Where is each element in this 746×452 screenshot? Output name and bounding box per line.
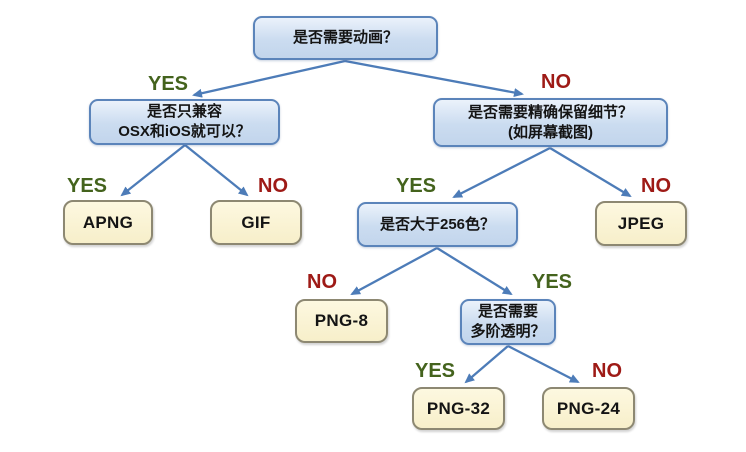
result-label: PNG-24 bbox=[556, 398, 621, 418]
edge-label-alpha-no: NO bbox=[592, 360, 622, 382]
question-text: 是否大于256色？ bbox=[379, 215, 496, 233]
result-box-png32: PNG-32 bbox=[412, 387, 505, 430]
result-box-png24: PNG-24 bbox=[542, 387, 635, 430]
question-text-line2: OSX和iOS就可以？ bbox=[118, 123, 251, 140]
result-label: APNG bbox=[82, 212, 134, 232]
edge-label-animation-no: NO bbox=[541, 71, 571, 93]
edge-label-animation-yes: YES bbox=[147, 73, 189, 95]
question-box-multilevel-transparency: 是否需要 多阶透明？ bbox=[460, 299, 556, 345]
question-text-line1: 是否只兼容 bbox=[146, 103, 222, 121]
result-label: GIF bbox=[241, 212, 271, 232]
edge-label-compat-no: NO bbox=[258, 175, 288, 197]
result-label: PNG-8 bbox=[314, 311, 369, 330]
question-box-osx-ios-compat: 是否只兼容 OSX和iOS就可以？ bbox=[89, 99, 280, 145]
edge-label-compat-yes: YES bbox=[66, 175, 108, 197]
result-box-apng: APNG bbox=[63, 200, 153, 245]
result-box-gif: GIF bbox=[210, 200, 302, 245]
question-box-preserve-detail: 是否需要精确保留细节？ (如屏幕截图) bbox=[433, 98, 668, 147]
question-text-line1: 是否需要精确保留细节？ bbox=[467, 103, 633, 121]
edge-label-alpha-yes: YES bbox=[414, 360, 456, 382]
edge-label-colors-no: NO bbox=[307, 271, 337, 293]
result-label: PNG-32 bbox=[426, 398, 491, 418]
edge-label-detail-yes: YES bbox=[395, 175, 437, 197]
question-text-line2: (如屏幕截图) bbox=[508, 123, 593, 141]
edge-label-detail-no: NO bbox=[641, 175, 671, 197]
result-label: JPEG bbox=[617, 213, 665, 233]
result-box-png8: PNG-8 bbox=[295, 299, 388, 343]
result-box-jpeg: JPEG bbox=[595, 201, 687, 246]
question-box-need-animation: 是否需要动画？ bbox=[253, 16, 438, 60]
question-text: 是否需要动画？ bbox=[292, 29, 398, 47]
edge-label-colors-yes: YES bbox=[531, 271, 573, 293]
question-box-more-than-256-colors: 是否大于256色？ bbox=[357, 202, 518, 247]
question-text-line1: 是否需要 bbox=[477, 303, 538, 321]
question-text-line2: 多阶透明？ bbox=[470, 323, 546, 340]
